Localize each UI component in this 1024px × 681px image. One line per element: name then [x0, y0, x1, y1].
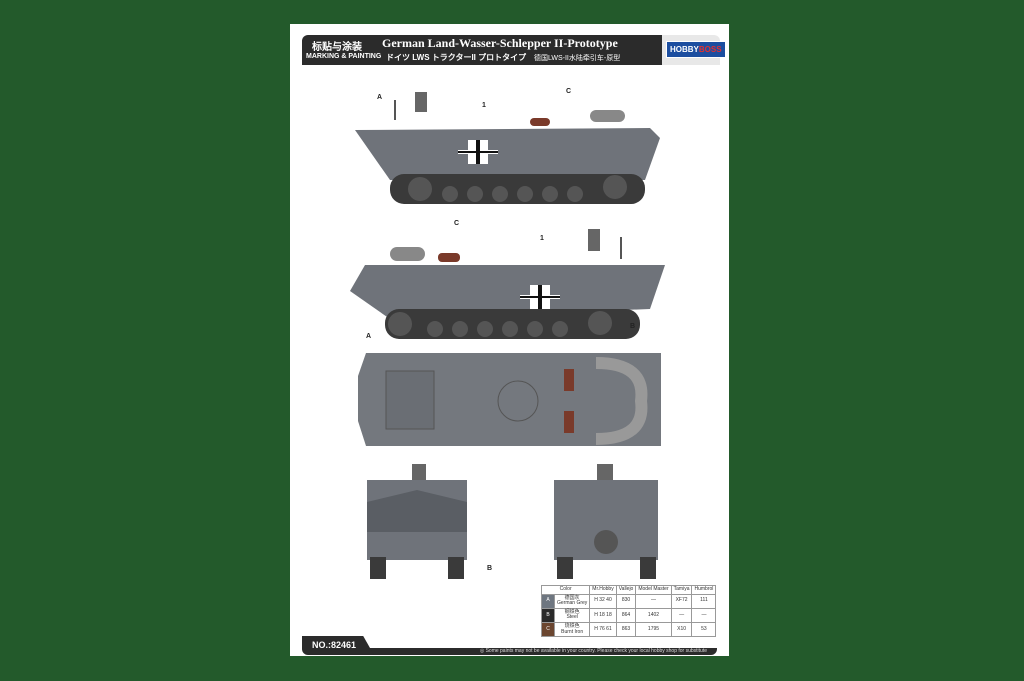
callout-c-2: C	[454, 220, 460, 227]
color-name-zh: 德国灰	[564, 594, 580, 601]
callout-a-2: A	[366, 333, 372, 340]
vallejo-code: 830	[615, 593, 637, 609]
callout-1-2: 1	[540, 235, 544, 242]
callout-b: B	[630, 323, 636, 330]
paint-note: ◎ Some paints may not be available in yo…	[362, 648, 717, 655]
swatch-b: B	[541, 607, 555, 623]
col-mrhobby: Mr.Hobby	[589, 585, 617, 595]
swatch-c: C	[541, 621, 555, 638]
paint-color-table: Color Mr.Hobby Vallejo Model Master Tami…	[540, 585, 717, 638]
logo-text-a: HOBBY	[670, 45, 699, 54]
col-vallejo: Vallejo	[615, 585, 637, 595]
kit-number: NO.:82461	[302, 636, 374, 655]
mrhobby-code: H 76 61	[589, 621, 617, 638]
vehicle-front-view	[367, 464, 467, 579]
col-color: Color	[540, 585, 591, 595]
logo-text-b: BOSS	[698, 45, 722, 54]
header-bar: 标贴与涂装 MARKING & PAINTING German Land-Was…	[302, 35, 706, 65]
color-name-en: Steel	[566, 614, 578, 621]
humbrol-code: 111	[691, 593, 717, 609]
callout-a: A	[377, 94, 383, 101]
col-model-master: Model Master	[635, 585, 672, 595]
swatch-a: A	[541, 593, 555, 609]
logo-area: HOBBYBOSS	[662, 35, 726, 65]
callout-c: C	[566, 88, 572, 95]
mm-code: 1402	[635, 607, 672, 623]
marking-painting-label: MARKING & PAINTING	[306, 53, 382, 60]
humbrol-code: 53	[691, 621, 717, 638]
vehicle-left-side-view	[355, 92, 660, 204]
vallejo-code: 864	[615, 607, 637, 623]
mm-code: —	[635, 593, 672, 609]
tamiya-code: —	[670, 607, 693, 623]
mrhobby-code: H 18 18	[589, 607, 617, 623]
mm-code: 1795	[635, 621, 672, 638]
page-title: German Land-Wasser-Schlepper II-Prototyp…	[382, 36, 618, 50]
color-name-zh: 烧铁色	[564, 622, 580, 629]
tamiya-code: X10	[670, 621, 693, 638]
col-humbrol: Humbrol	[691, 585, 717, 595]
chinese-subtitle: 德国LWS-II水陆牵引车-原型	[534, 55, 621, 62]
vehicle-top-view	[358, 353, 661, 446]
vehicle-right-side-view	[350, 229, 665, 339]
vallejo-code: 863	[615, 621, 637, 638]
humbrol-code: —	[691, 607, 717, 623]
hobbyboss-logo: HOBBYBOSS	[666, 41, 726, 58]
footer: ◎ Some paints may not be available in yo…	[302, 636, 717, 655]
vehicle-rear-view	[554, 464, 658, 579]
color-name-zh: 钢铁色	[564, 608, 580, 615]
color-name-en: Burnt Iron	[561, 628, 584, 635]
japanese-title: ドイツ LWS トラクターII プロトタイプ	[386, 53, 527, 62]
tamiya-code: XF72	[670, 593, 693, 609]
col-tamiya: Tamiya	[670, 585, 693, 595]
instruction-sheet: 标贴与涂装 MARKING & PAINTING German Land-Was…	[290, 24, 729, 656]
table-header: Color Mr.Hobby Vallejo Model Master Tami…	[540, 585, 717, 595]
color-name-en: German Grey	[557, 600, 588, 607]
callout-b-2: B	[487, 565, 493, 572]
callout-1: 1	[482, 102, 486, 109]
mrhobby-code: H 32 40	[589, 593, 617, 609]
chinese-title: 标贴与涂装	[312, 42, 362, 53]
